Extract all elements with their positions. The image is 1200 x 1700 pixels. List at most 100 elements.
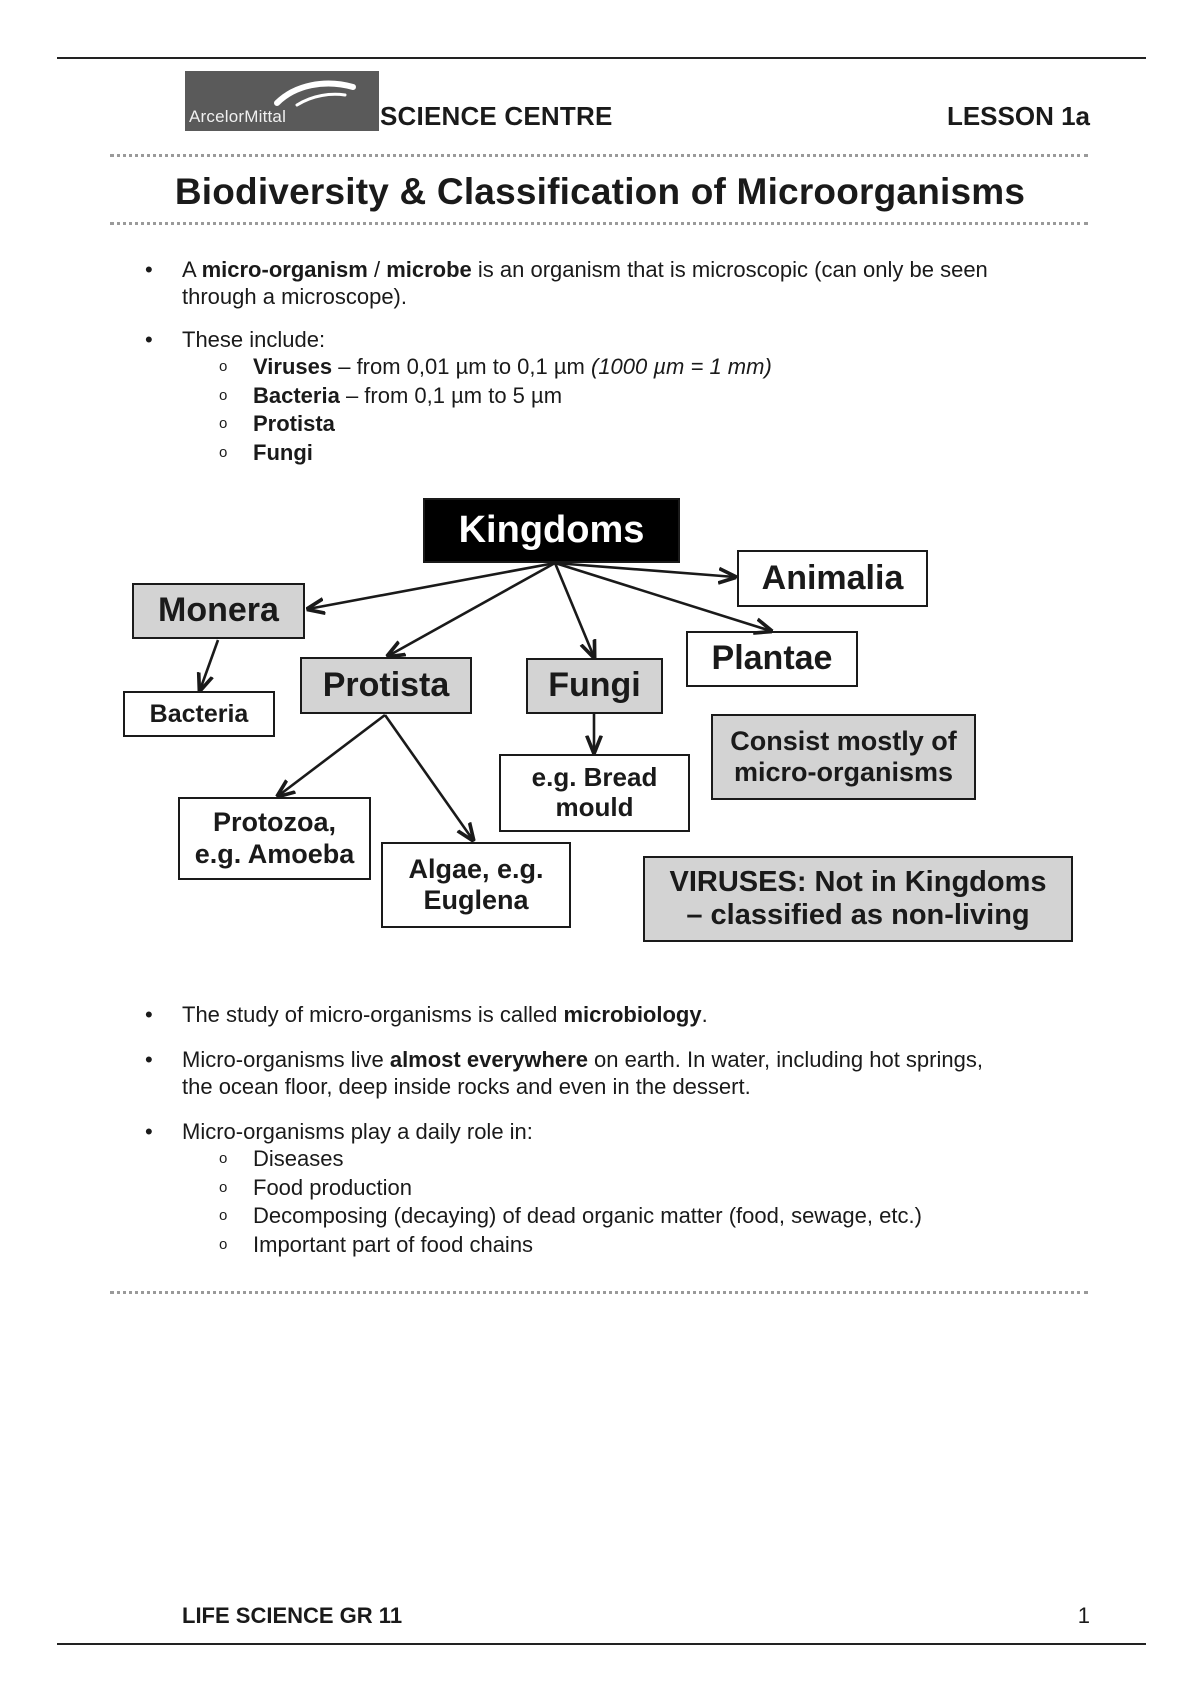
title-divider-bottom — [110, 222, 1088, 225]
facts-section: • The study of micro-organisms is called… — [145, 1001, 1095, 1259]
animalia-label: Animalia — [761, 558, 904, 597]
list-item: o Diseases — [145, 1145, 1095, 1174]
role-text: Diseases — [253, 1146, 344, 1171]
circle-bullet-icon: o — [219, 1235, 228, 1253]
arrow-kingdoms-fungi — [553, 562, 594, 657]
bread-line-1: e.g. Bread — [531, 762, 658, 793]
term-almost-everywhere: almost everywhere — [389, 1047, 588, 1072]
item-bold: Viruses — [253, 354, 333, 379]
bread-line-2: mould — [555, 792, 634, 822]
bullet-habitat: • Micro-organisms live almost everywhere… — [145, 1046, 1095, 1100]
viruses-line-2: – classified as non-living — [686, 899, 1030, 931]
bullet-dot: • — [145, 1119, 153, 1144]
circle-bullet-icon: o — [219, 1178, 228, 1196]
animalia-box: Animalia — [737, 550, 928, 607]
include-list: o Viruses – from 0,01 µm to 0,1 µm (1000 … — [145, 353, 1095, 467]
arrow-protista-algae — [383, 714, 473, 840]
consist-mostly-box: Consist mostly of micro-organisms — [711, 714, 976, 800]
item-bold: Bacteria — [253, 382, 340, 408]
text: Micro-organisms live — [182, 1047, 390, 1072]
list-item: o Bacteria – from 0,1 µm to 5 µm — [145, 382, 1095, 411]
text: through a microscope). — [182, 284, 407, 309]
intro-section: • A micro-organism / microbe is an organ… — [145, 256, 1095, 467]
footer-course: LIFE SCIENCE GR 11 — [182, 1603, 403, 1628]
role-text: Food production — [253, 1174, 412, 1200]
circle-bullet-icon: o — [219, 415, 228, 432]
fungi-label: Fungi — [548, 666, 641, 705]
list-item: o Fungi — [145, 439, 1095, 468]
bacteria-label: Bacteria — [149, 699, 249, 728]
lesson-label: LESSON 1a — [946, 101, 1090, 131]
science-centre-title: SCIENCE CENTRE — [380, 101, 613, 131]
bullet-dot: • — [145, 257, 153, 282]
consist-line-2: micro-organisms — [733, 757, 954, 787]
bullet-include: • These include: — [145, 326, 1095, 353]
arrow-kingdoms-monera — [308, 561, 556, 609]
list-item: o Important part of food chains — [145, 1231, 1095, 1260]
text: on earth. In water, including hot spring… — [587, 1047, 983, 1072]
text: These include: — [182, 327, 326, 352]
title-divider-top — [110, 154, 1088, 157]
term-microbe: microbe — [386, 257, 472, 282]
algae-line-1: Algae, e.g. — [408, 853, 544, 884]
arrow-kingdoms-animalia — [554, 561, 735, 577]
role-text: Decomposing (decaying) of dead organic m… — [253, 1203, 922, 1228]
viruses-box: VIRUSES: Not in Kingdoms – classified as… — [643, 856, 1073, 942]
text: The study of micro-organisms is called — [182, 1002, 564, 1027]
item-text: – from 0,01 µm to 0,1 µm — [332, 354, 591, 379]
text: the ocean floor, deep inside rocks and e… — [182, 1074, 751, 1099]
text: . — [701, 1002, 708, 1027]
document-title: Biodiversity & Classification of Microor… — [174, 171, 1026, 212]
item-text: – from 0,1 µm to 5 µm — [339, 382, 563, 408]
bottom-rule — [57, 1643, 1146, 1645]
circle-bullet-icon: o — [219, 1207, 228, 1224]
text: is an organism that is microscopic (can … — [471, 257, 988, 282]
role-text: Important part of food chains — [253, 1231, 534, 1257]
circle-bullet-icon: o — [219, 386, 228, 404]
bullet-definition: • A micro-organism / microbe is an organ… — [145, 256, 1095, 310]
circle-bullet-icon: o — [219, 358, 228, 375]
arrow-protista-protozoa — [278, 713, 386, 796]
arrow-monera-bacteria — [200, 639, 220, 690]
protozoa-line-2: e.g. Amoeba — [194, 838, 355, 869]
plantae-label: Plantae — [711, 639, 833, 678]
text: A — [182, 257, 202, 282]
term-microbiology: microbiology — [563, 1002, 702, 1027]
item-bold: Fungi — [253, 439, 313, 465]
arcelormittal-logo: ArcelorMittal — [185, 71, 379, 131]
viruses-line-1: VIRUSES: Not in Kingdoms — [669, 865, 1047, 898]
kingdoms-label: Kingdoms — [458, 508, 645, 551]
text: Micro-organisms play a daily role in: — [182, 1119, 533, 1144]
page-number: 1 — [1077, 1603, 1090, 1628]
list-item: o Viruses – from 0,01 µm to 0,1 µm (1000 … — [145, 353, 1095, 382]
item-bold: Protista — [253, 411, 335, 436]
circle-bullet-icon: o — [219, 1150, 228, 1167]
plantae-box: Plantae — [686, 631, 858, 687]
bullet-daily-role: • Micro-organisms play a daily role in: — [145, 1118, 1095, 1145]
monera-box: Monera — [132, 583, 305, 639]
circle-bullet-icon: o — [219, 443, 228, 461]
list-item: o Protista — [145, 410, 1095, 439]
content-end-divider — [110, 1291, 1088, 1294]
kingdoms-box: Kingdoms — [423, 498, 680, 563]
consist-line-1: Consist mostly of — [730, 725, 957, 756]
bullet-dot: • — [145, 1002, 153, 1027]
monera-label: Monera — [158, 591, 279, 630]
bullet-dot: • — [145, 327, 153, 352]
bullet-dot: • — [145, 1047, 153, 1072]
logo-swoosh-icon — [274, 80, 356, 107]
term-micro-organism: micro-organism — [201, 257, 368, 282]
logo-text: ArcelorMittal — [189, 107, 287, 126]
fungi-box: Fungi — [526, 658, 663, 714]
algae-line-2: Euglena — [423, 885, 529, 915]
list-item: o Food production — [145, 1174, 1095, 1203]
bullet-microbiology: • The study of micro-organisms is called… — [145, 1001, 1095, 1028]
item-italic: (1000 µm = 1 mm) — [591, 354, 772, 379]
protista-box: Protista — [300, 657, 472, 714]
protista-label: Protista — [322, 665, 450, 704]
algae-box: Algae, e.g. Euglena — [381, 842, 571, 928]
bread-mould-box: e.g. Bread mould — [499, 754, 690, 832]
protozoa-line-1: Protozoa, — [212, 807, 336, 838]
top-rule — [57, 57, 1146, 59]
